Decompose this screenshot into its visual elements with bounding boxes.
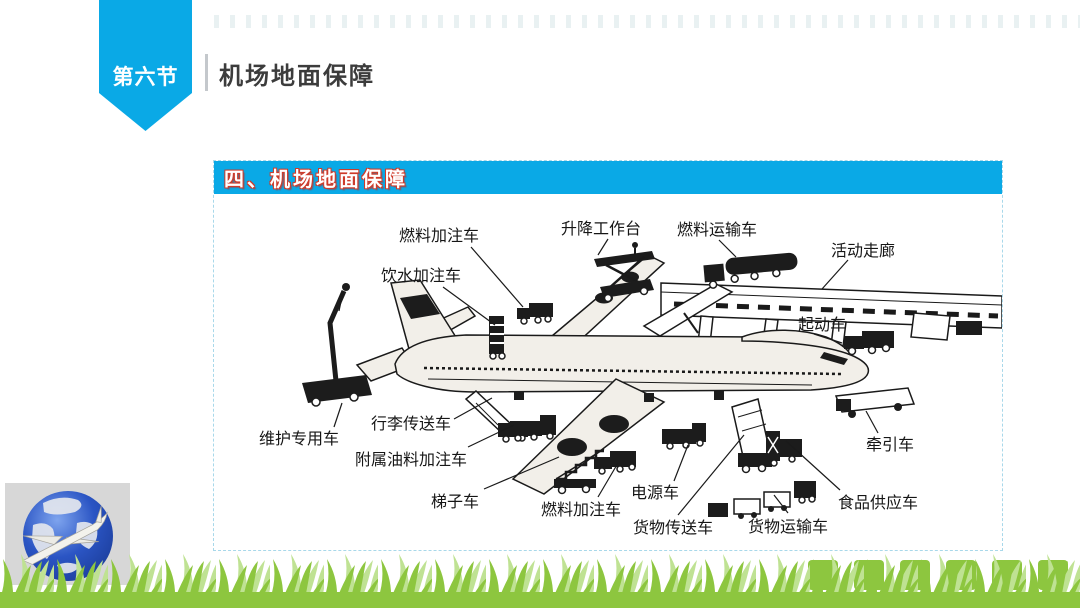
vehicle-food-supply [766, 431, 802, 467]
vehicle-cargo-train [708, 481, 816, 519]
label-cargo-conveyor: 货物传送车 [633, 519, 713, 537]
vehicle-aux-oil-truck [510, 415, 556, 442]
fuselage [394, 334, 870, 393]
label-lift-platform: 升降工作台 [561, 220, 641, 238]
label-water-truck: 饮水加注车 [381, 267, 461, 285]
label-starter-vehicle: 起动车 [798, 316, 846, 334]
label-baggage-conveyor: 行李传送车 [371, 415, 451, 433]
airplane-illustration [355, 254, 870, 495]
diagram-svg: 燃料加注车 饮水加注车 升降工作台 燃料运输车 活动走廊 起动车 维护专用车 行… [259, 220, 1003, 537]
vehicle-cargo-conveyor [731, 398, 772, 474]
vehicle-starter [844, 331, 894, 356]
label-cargo-transport: 货物运输车 [748, 518, 828, 536]
airplane-silhouette [22, 505, 108, 565]
leader-lines [333, 238, 879, 516]
vehicle-tow-flatbed [834, 387, 916, 418]
label-fuel-truck-bottom: 燃料加注车 [541, 501, 621, 519]
content-panel: 四、机场地面保障 [213, 160, 1003, 551]
vehicle-fuel-transport [703, 252, 798, 289]
label-food-supply: 食品供应车 [838, 493, 918, 512]
vehicle-fuel-truck-bottom [594, 451, 636, 475]
section-badge-label: 第六节 [112, 66, 179, 89]
label-tow-vehicle: 牵引车 [866, 436, 914, 454]
label-ladder-vehicle: 梯子车 [431, 493, 479, 511]
top-dash-strip [214, 15, 1080, 28]
label-fuel-truck-top: 燃料加注车 [399, 227, 479, 245]
vehicle-fuel-truck-top [517, 303, 553, 325]
panel-header-bar: 四、机场地面保障 [214, 161, 1002, 194]
ground-support-diagram: 燃料加注车 饮水加注车 升降工作台 燃料运输车 活动走廊 起动车 维护专用车 行… [214, 195, 1003, 551]
vehicle-stairs [554, 448, 605, 495]
vehicle-scissor-lift [594, 242, 655, 303]
title-divider [205, 54, 208, 91]
label-power-vehicle: 电源车 [631, 484, 679, 502]
grass-border [0, 552, 1080, 608]
section-badge: 第六节 [99, 0, 192, 131]
panel-header-title: 四、机场地面保障 [224, 169, 408, 191]
label-mobile-corridor: 活动走廊 [831, 242, 895, 260]
page-title: 机场地面保障 [219, 63, 375, 90]
vehicle-water-ladder [489, 316, 506, 360]
label-maintenance-vehicle: 维护专用车 [259, 430, 339, 448]
cockpit-windows [820, 352, 848, 365]
label-fuel-transport: 燃料运输车 [677, 221, 757, 239]
vehicle-maintenance-crane [302, 283, 372, 407]
label-aux-oil-truck: 附属油料加注车 [355, 451, 467, 469]
vehicle-power [662, 423, 706, 450]
